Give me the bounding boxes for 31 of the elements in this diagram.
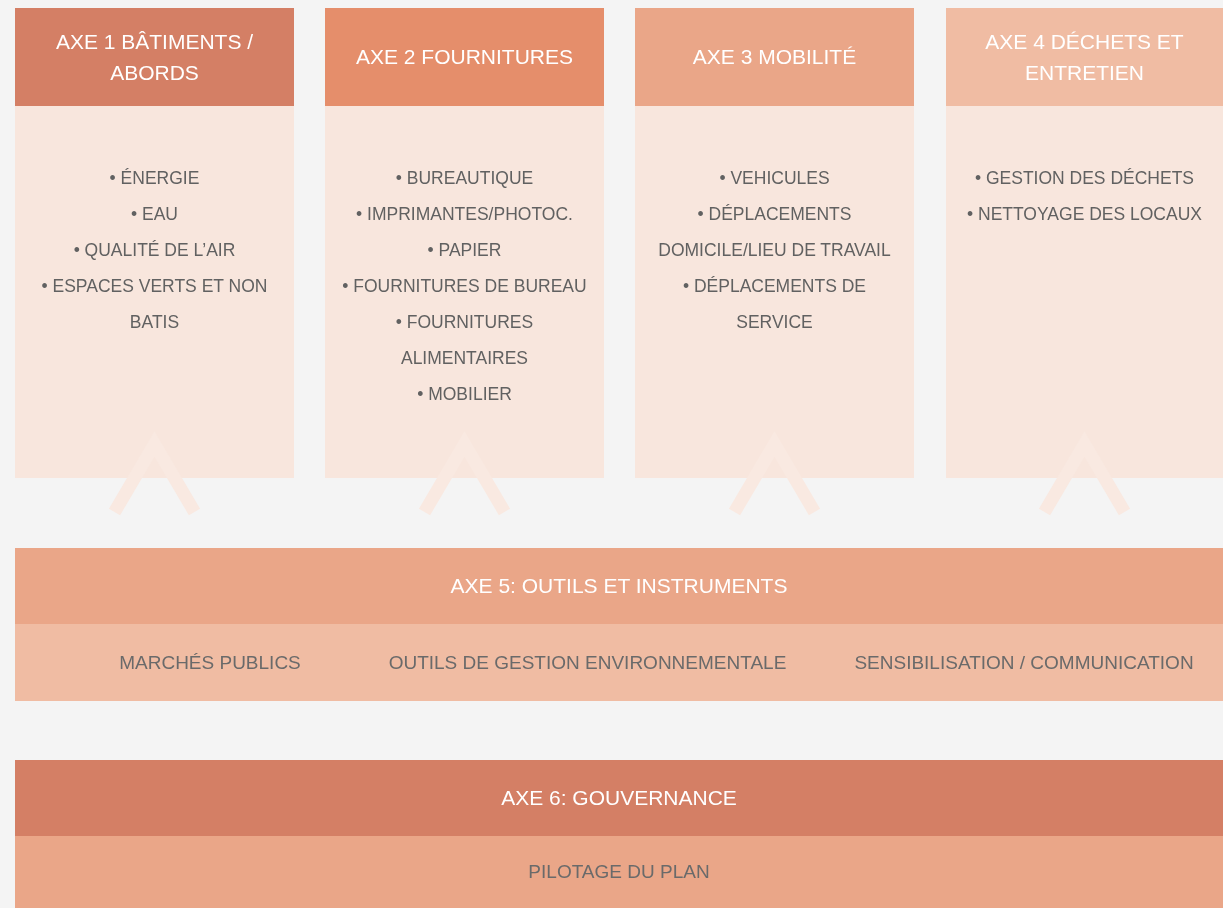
band-header: AXE 5: OUTILS ET INSTRUMENTS: [15, 548, 1223, 624]
column-header: AXE 3 MOBILITÉ: [635, 8, 914, 106]
band-item: SENSIBILISATION / COMMUNICATION: [854, 651, 1194, 674]
list-item: • VEHICULES: [719, 167, 830, 190]
axis-column: [946, 8, 1223, 478]
list-item: • DÉPLACEMENTS DE SERVICE: [681, 275, 868, 334]
band-item: MARCHÉS PUBLICS: [119, 651, 301, 674]
list-item: • EAU: [131, 203, 178, 226]
column-header: AXE 1 BÂTIMENTS / ABORDS: [15, 8, 294, 106]
axis-column: [325, 8, 604, 478]
list-item: • PAPIER: [427, 239, 502, 262]
list-item: • MOBILIER: [417, 383, 512, 406]
list-item: • IMPRIMANTES/PHOTOC.: [356, 203, 573, 226]
list-item: • DÉPLACEMENTS DOMICILE/LIEU DE TRAVAIL: [657, 203, 892, 262]
axis-band: [15, 548, 1223, 701]
axis-column: [15, 8, 294, 478]
column-header: AXE 2 FOURNITURES: [325, 8, 604, 106]
list-item: • FOURNITURES ALIMENTAIRES: [394, 311, 535, 370]
axis-band: [15, 760, 1223, 908]
band-item: PILOTAGE DU PLAN: [528, 861, 710, 883]
axis-column: [635, 8, 914, 478]
list-item: • GESTION DES DÉCHETS: [974, 167, 1195, 190]
band-item: OUTILS DE GESTION ENVIRONNEMENTALE: [388, 651, 787, 674]
list-item: • NETTOYAGE DES LOCAUX: [967, 203, 1202, 226]
list-item: • QUALITÉ DE L’AIR: [73, 239, 236, 262]
list-item: • FOURNITURES DE BUREAU: [342, 275, 587, 298]
list-item: • BUREAUTIQUE: [395, 167, 534, 190]
column-header: AXE 4 DÉCHETS ET ENTRETIEN: [946, 8, 1223, 106]
list-item: • ÉNERGIE: [109, 167, 200, 190]
band-header: AXE 6: GOUVERNANCE: [15, 760, 1223, 836]
list-item: • ESPACES VERTS ET NON BATIS: [40, 275, 269, 334]
